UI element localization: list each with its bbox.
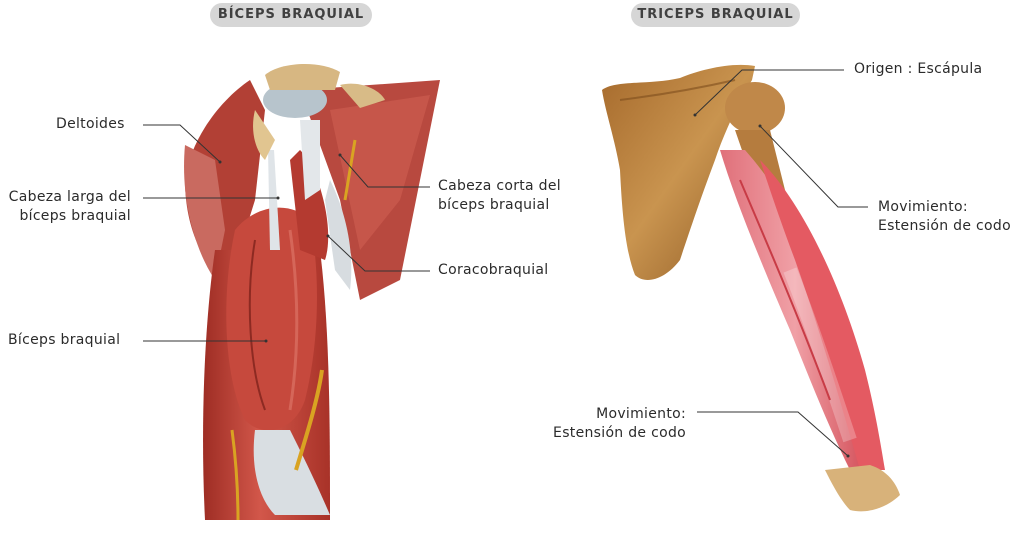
biceps-arm-illustration (184, 64, 440, 521)
leader-deltoides (143, 124, 221, 163)
label-cabeza-corta-line1: Cabeza corta del (438, 178, 561, 194)
label-coracobraquial: Coracobraquial (438, 262, 549, 278)
leader-mov-right (759, 125, 868, 208)
leader-mov-left (697, 411, 849, 457)
label-origen: Origen : Escápula (854, 61, 983, 77)
leader-lines (143, 69, 868, 457)
leader-origen (694, 69, 844, 116)
label-deltoides: Deltoides (56, 116, 125, 132)
label-movimiento-left-line2: Estensión de codo (553, 425, 686, 441)
label-cabeza-corta: Cabeza corta del bíceps braquial (438, 177, 561, 215)
label-cabeza-larga-line1: Cabeza larga del (8, 189, 131, 205)
triceps-arm-illustration (602, 64, 900, 512)
label-cabeza-larga: Cabeza larga del bíceps braquial (0, 188, 131, 226)
label-movimiento-right: Movimiento: Estensión de codo (878, 198, 1011, 236)
biceps-title: BÍCEPS BRAQUIAL (210, 3, 372, 27)
triceps-title: TRICEPS BRAQUIAL (631, 3, 800, 27)
label-movimiento-right-line2: Estensión de codo (878, 218, 1011, 234)
label-movimiento-right-line1: Movimiento: (878, 199, 968, 215)
leader-coracobraquial (327, 235, 430, 272)
label-cabeza-larga-line2: bíceps braquial (19, 208, 131, 224)
label-movimiento-left-line1: Movimiento: (596, 406, 686, 422)
leader-cabeza-corta (339, 154, 430, 188)
label-movimiento-left: Movimiento: Estensión de codo (520, 405, 686, 443)
label-cabeza-corta-line2: bíceps braquial (438, 197, 550, 213)
label-biceps: Bíceps braquial (8, 332, 121, 348)
